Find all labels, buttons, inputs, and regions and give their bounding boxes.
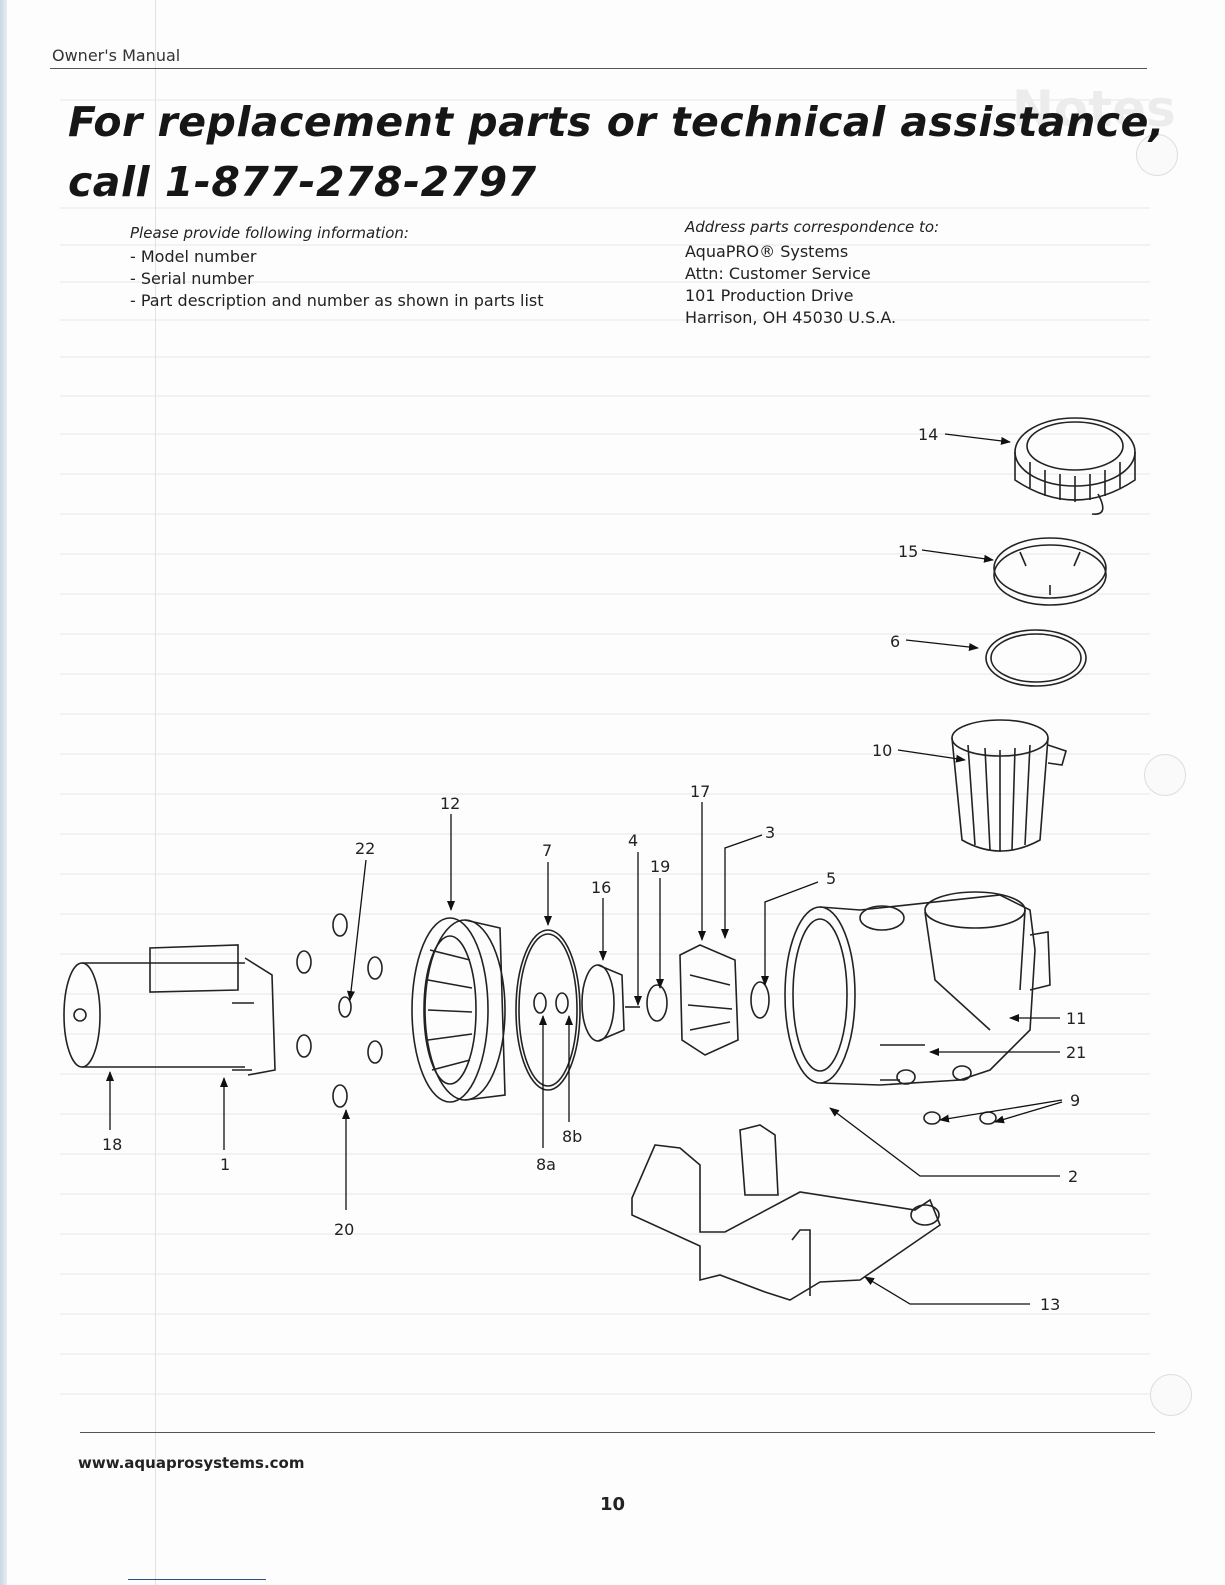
running-header: Owner's Manual (52, 46, 181, 65)
address-lead: Address parts correspondence to: (685, 218, 940, 236)
callout-18: 18 (102, 1135, 122, 1154)
callout-13: 13 (1040, 1295, 1060, 1314)
seal-plate-part (411, 917, 506, 1103)
binder-hole (1136, 134, 1178, 176)
headline-line-1: For replacement parts or technical assis… (68, 98, 1165, 146)
lid-oring-part (985, 629, 1087, 687)
scan-edge-line (128, 1579, 266, 1580)
diffuser-part (679, 944, 739, 1056)
callout-22: 22 (355, 839, 375, 858)
lock-ring-part (1014, 417, 1136, 515)
seal-part (533, 992, 569, 1014)
callout-14: 14 (918, 425, 938, 444)
margin-line (155, 0, 156, 1585)
drain-plug-part (923, 1111, 997, 1125)
diffuser-oring-part (646, 984, 668, 1022)
info-item: - Serial number (130, 269, 254, 288)
callout-8a: 8a (536, 1155, 556, 1174)
callout-20: 20 (334, 1220, 354, 1239)
address-line: Attn: Customer Service (685, 264, 871, 283)
callout-2: 2 (1068, 1167, 1078, 1186)
info-list: Please provide following information: - … (130, 224, 544, 312)
pump-housing-part (784, 891, 1051, 1086)
callout-8b: 8b (562, 1127, 582, 1146)
callout-1: 1 (220, 1155, 230, 1174)
impeller-part (581, 964, 625, 1042)
callout-9: 9 (1070, 1091, 1080, 1110)
callout-5: 5 (826, 869, 836, 888)
housing-oring-part (750, 981, 770, 1019)
callout-7: 7 (542, 841, 552, 860)
binder-hole (1144, 754, 1186, 796)
callout-6: 6 (890, 632, 900, 651)
header-rule (50, 68, 1147, 69)
binder-edge (0, 0, 7, 1585)
callout-16: 16 (591, 878, 611, 897)
info-item: - Part description and number as shown i… (130, 291, 544, 310)
address-line: 101 Production Drive (685, 286, 854, 305)
housing-bolt-part (880, 1044, 925, 1081)
motor-part (63, 944, 276, 1076)
pump-base-part (631, 1124, 941, 1301)
page-headline: For replacement parts or technical assis… (68, 92, 1165, 212)
callout-12: 12 (440, 794, 460, 813)
footer-rule (80, 1432, 1155, 1433)
callout-4: 4 (628, 831, 638, 850)
callout-10: 10 (872, 741, 892, 760)
callout-19: 19 (650, 857, 670, 876)
strainer-basket-part (951, 719, 1067, 852)
callout-15: 15 (898, 542, 918, 561)
address-line: Harrison, OH 45030 U.S.A. (685, 308, 897, 327)
address-block: Address parts correspondence to: AquaPRO… (685, 218, 939, 329)
info-item: - Model number (130, 247, 257, 266)
callout-21: 21 (1066, 1043, 1086, 1062)
address-line: AquaPRO® Systems (685, 242, 849, 261)
callout-3: 3 (765, 823, 775, 842)
headline-line-2: call 1-877-278-2797 (68, 158, 537, 206)
diffuser-gasket-part (515, 929, 581, 1091)
callout-17: 17 (690, 782, 710, 801)
bolt-set-part (296, 913, 383, 1108)
footer-website-link[interactable]: www.aquaprosystems.com (78, 1454, 305, 1472)
page-number: 10 (600, 1494, 626, 1515)
info-lead: Please provide following information: (130, 224, 409, 242)
lid-part (993, 537, 1107, 606)
watermark-text: Notes (1012, 80, 1176, 138)
callout-11: 11 (1066, 1009, 1086, 1028)
binder-hole (1150, 1374, 1192, 1416)
